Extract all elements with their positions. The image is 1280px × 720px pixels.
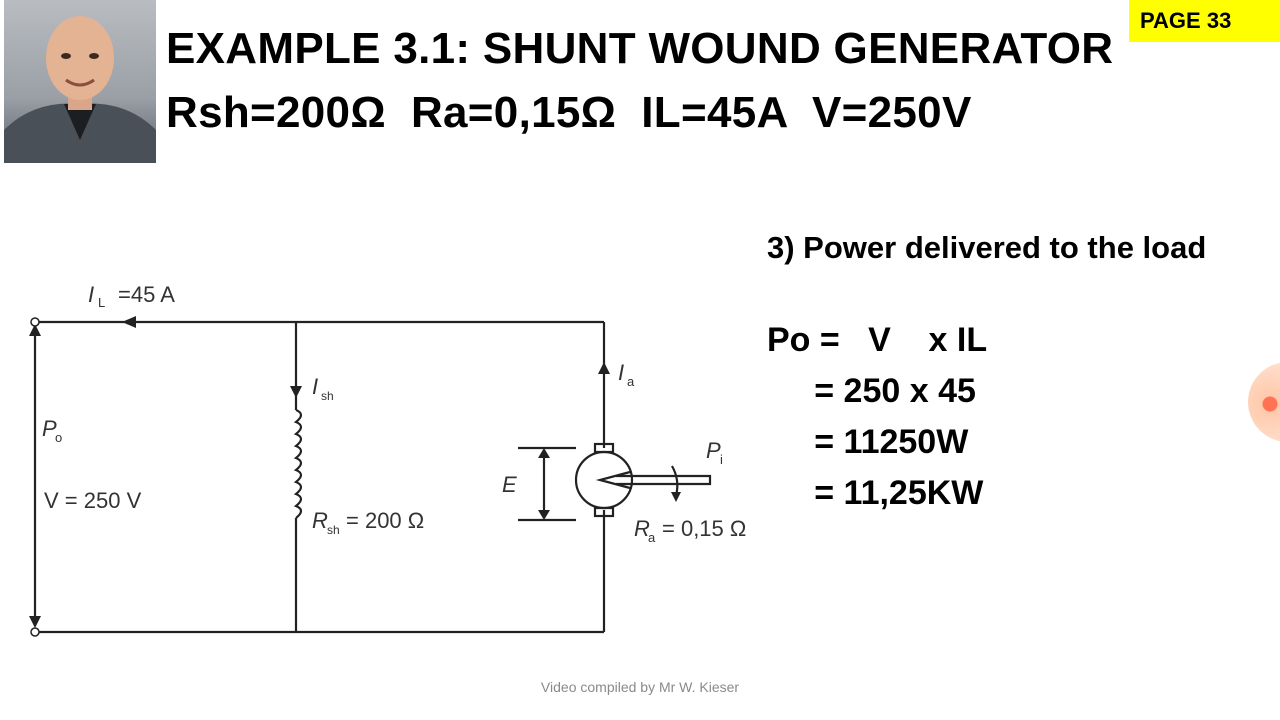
shunt-generator-circuit-diagram: I L =45 A P o V = 250 V I sh R sh = 200 … [29, 282, 746, 637]
ia-symbol: I [618, 360, 624, 385]
pi-subscript: i [720, 452, 723, 467]
ra-symbol: R [634, 516, 650, 541]
rsh-value: = 200 Ω [346, 508, 424, 533]
given-values: Rsh=200Ω Ra=0,15Ω IL=45A V=250V [166, 88, 972, 137]
il-symbol: I [88, 282, 94, 307]
shunt-field-coil [293, 408, 303, 519]
armature-icon [574, 450, 634, 510]
calc-line-1: Po = V x IL [767, 321, 988, 359]
drive-shaft [616, 474, 712, 486]
il-value: =45 A [118, 282, 175, 307]
calc-line-3: = 11250W [767, 423, 969, 461]
page-badge: PAGE 33 [1129, 0, 1280, 42]
armature-current-arrow-icon [598, 362, 610, 374]
page-title: EXAMPLE 3.1: SHUNT WOUND GENERATOR [166, 24, 1114, 73]
terminal-bottom [30, 627, 40, 637]
presenter-avatar-icon [4, 16, 156, 163]
rsh-subscript: sh [327, 523, 340, 537]
terminal-top [30, 317, 40, 327]
pi-symbol: P [706, 438, 721, 463]
voltage-label: V = 250 V [44, 488, 142, 513]
rsh-symbol: R [312, 508, 328, 533]
ish-subscript: sh [321, 389, 334, 403]
voltage-arrow-up-icon [29, 324, 41, 336]
po-symbol: P [42, 416, 57, 441]
shunt-current-arrow-icon [290, 386, 302, 398]
emf-arrow-up-icon [538, 448, 550, 458]
laser-pointer-icon [1248, 362, 1280, 442]
calc-line-4: = 11,25KW [767, 474, 984, 512]
rotation-arc [671, 465, 679, 497]
ish-symbol: I [312, 374, 318, 399]
calc-line-2: = 250 x 45 [767, 372, 976, 410]
ia-subscript: a [627, 374, 635, 389]
load-current-arrow-icon [122, 316, 136, 328]
voltage-arrow-down-icon [29, 616, 41, 628]
rotation-arrow [595, 470, 631, 490]
section-heading: 3) Power delivered to the load [767, 230, 1207, 265]
ra-subscript: a [648, 530, 656, 545]
presenter-photo [4, 0, 156, 163]
il-subscript: L [98, 295, 105, 310]
emf-label: E [502, 472, 517, 497]
po-subscript: o [55, 430, 62, 445]
emf-arrow-down-icon [538, 510, 550, 520]
rotation-arrowhead-icon [671, 492, 681, 502]
footer-credit: Video compiled by Mr W. Kieser [540, 679, 740, 695]
ra-value: = 0,15 Ω [662, 516, 746, 541]
